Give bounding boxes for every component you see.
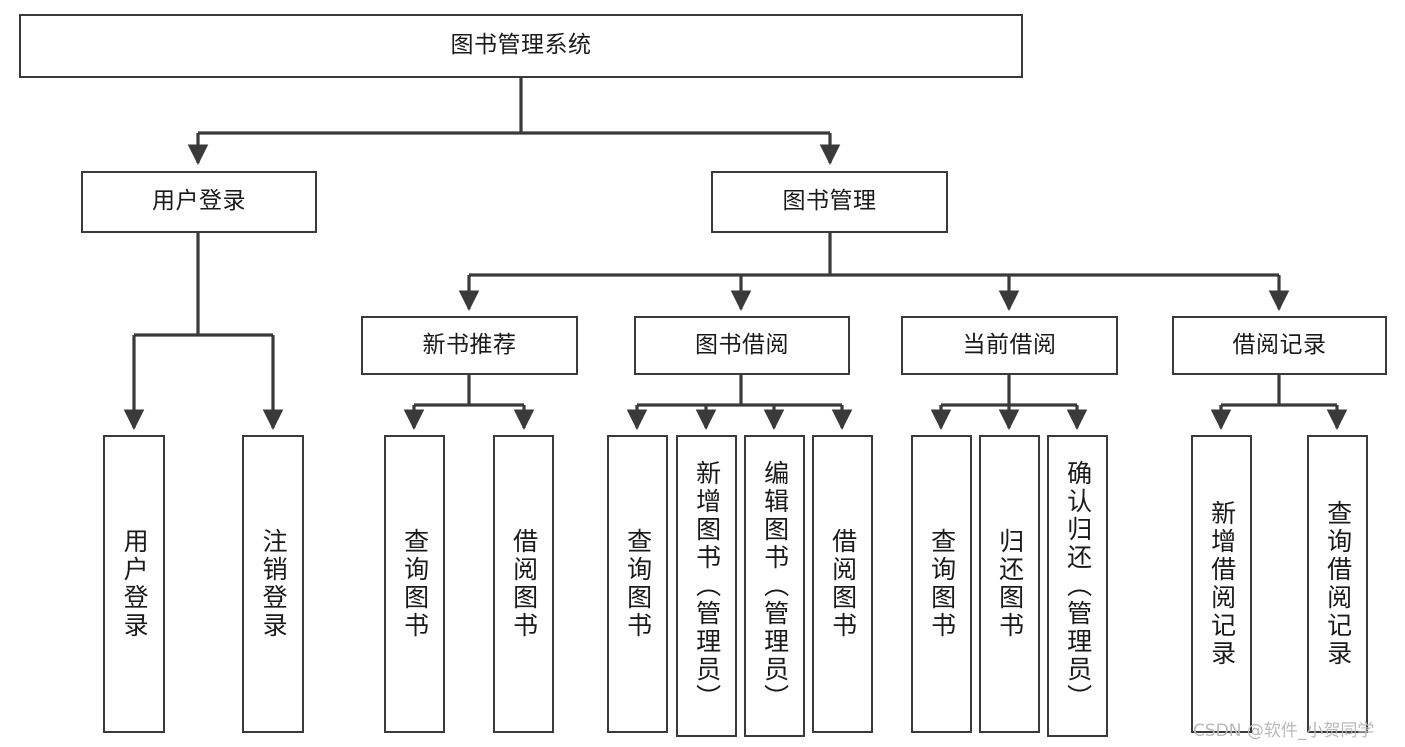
node-label: 用户登录 (120, 528, 150, 640)
leaf-edit-book-admin[interactable]: 编辑图书（管理员） (744, 435, 805, 737)
node-new-book-recommendation[interactable]: 新书推荐 (361, 316, 578, 375)
node-label: 用户登录 (152, 188, 246, 215)
leaf-add-borrow-record[interactable]: 新增借阅记录 (1191, 435, 1252, 733)
node-label: 图书管理 (782, 188, 877, 215)
leaf-logout[interactable]: 注销登录 (242, 435, 304, 733)
node-label: 查询图书 (927, 528, 957, 640)
leaf-confirm-return-admin[interactable]: 确认归还（管理员） (1047, 435, 1108, 737)
node-book-borrowing[interactable]: 图书借阅 (634, 316, 850, 375)
node-root-book-management-system[interactable]: 图书管理系统 (19, 14, 1023, 78)
node-label: 图书借阅 (695, 331, 789, 358)
leaf-query-book-new[interactable]: 查询图书 (384, 435, 445, 733)
node-label: 借阅图书 (509, 528, 539, 640)
node-user-login[interactable]: 用户登录 (81, 171, 317, 233)
leaf-borrow-book[interactable]: 借阅图书 (812, 435, 873, 733)
node-label: 借阅记录 (1232, 331, 1327, 358)
node-borrowing-record[interactable]: 借阅记录 (1172, 316, 1387, 375)
node-current-borrowing[interactable]: 当前借阅 (901, 316, 1118, 375)
leaf-borrow-book-new[interactable]: 借阅图书 (493, 435, 554, 733)
watermark: CSDN @软件_小贺同学 (1193, 721, 1375, 741)
leaf-query-borrow-record[interactable]: 查询借阅记录 (1307, 435, 1368, 733)
leaf-query-book-current[interactable]: 查询图书 (911, 435, 972, 733)
node-label: 归还图书 (995, 528, 1025, 640)
leaf-query-book-borrow[interactable]: 查询图书 (607, 435, 668, 733)
node-label: 查询图书 (623, 528, 653, 640)
node-book-management[interactable]: 图书管理 (711, 171, 948, 233)
leaf-return-book[interactable]: 归还图书 (979, 435, 1040, 733)
node-label: 借阅图书 (828, 528, 858, 640)
node-label: 注销登录 (259, 528, 289, 640)
node-label: 当前借阅 (962, 331, 1057, 358)
node-label: 查询图书 (400, 528, 430, 640)
node-label: 查询借阅记录 (1323, 500, 1353, 668)
node-label: 编辑图书（管理员） (760, 460, 790, 712)
leaf-add-book-admin[interactable]: 新增图书（管理员） (676, 435, 737, 737)
node-label: 新书推荐 (422, 331, 517, 358)
node-label: 确认归还（管理员） (1063, 460, 1093, 712)
leaf-user-login[interactable]: 用户登录 (103, 435, 165, 733)
node-label: 新增借阅记录 (1207, 500, 1237, 668)
node-label: 新增图书（管理员） (692, 460, 722, 712)
node-label: 图书管理系统 (450, 32, 592, 59)
